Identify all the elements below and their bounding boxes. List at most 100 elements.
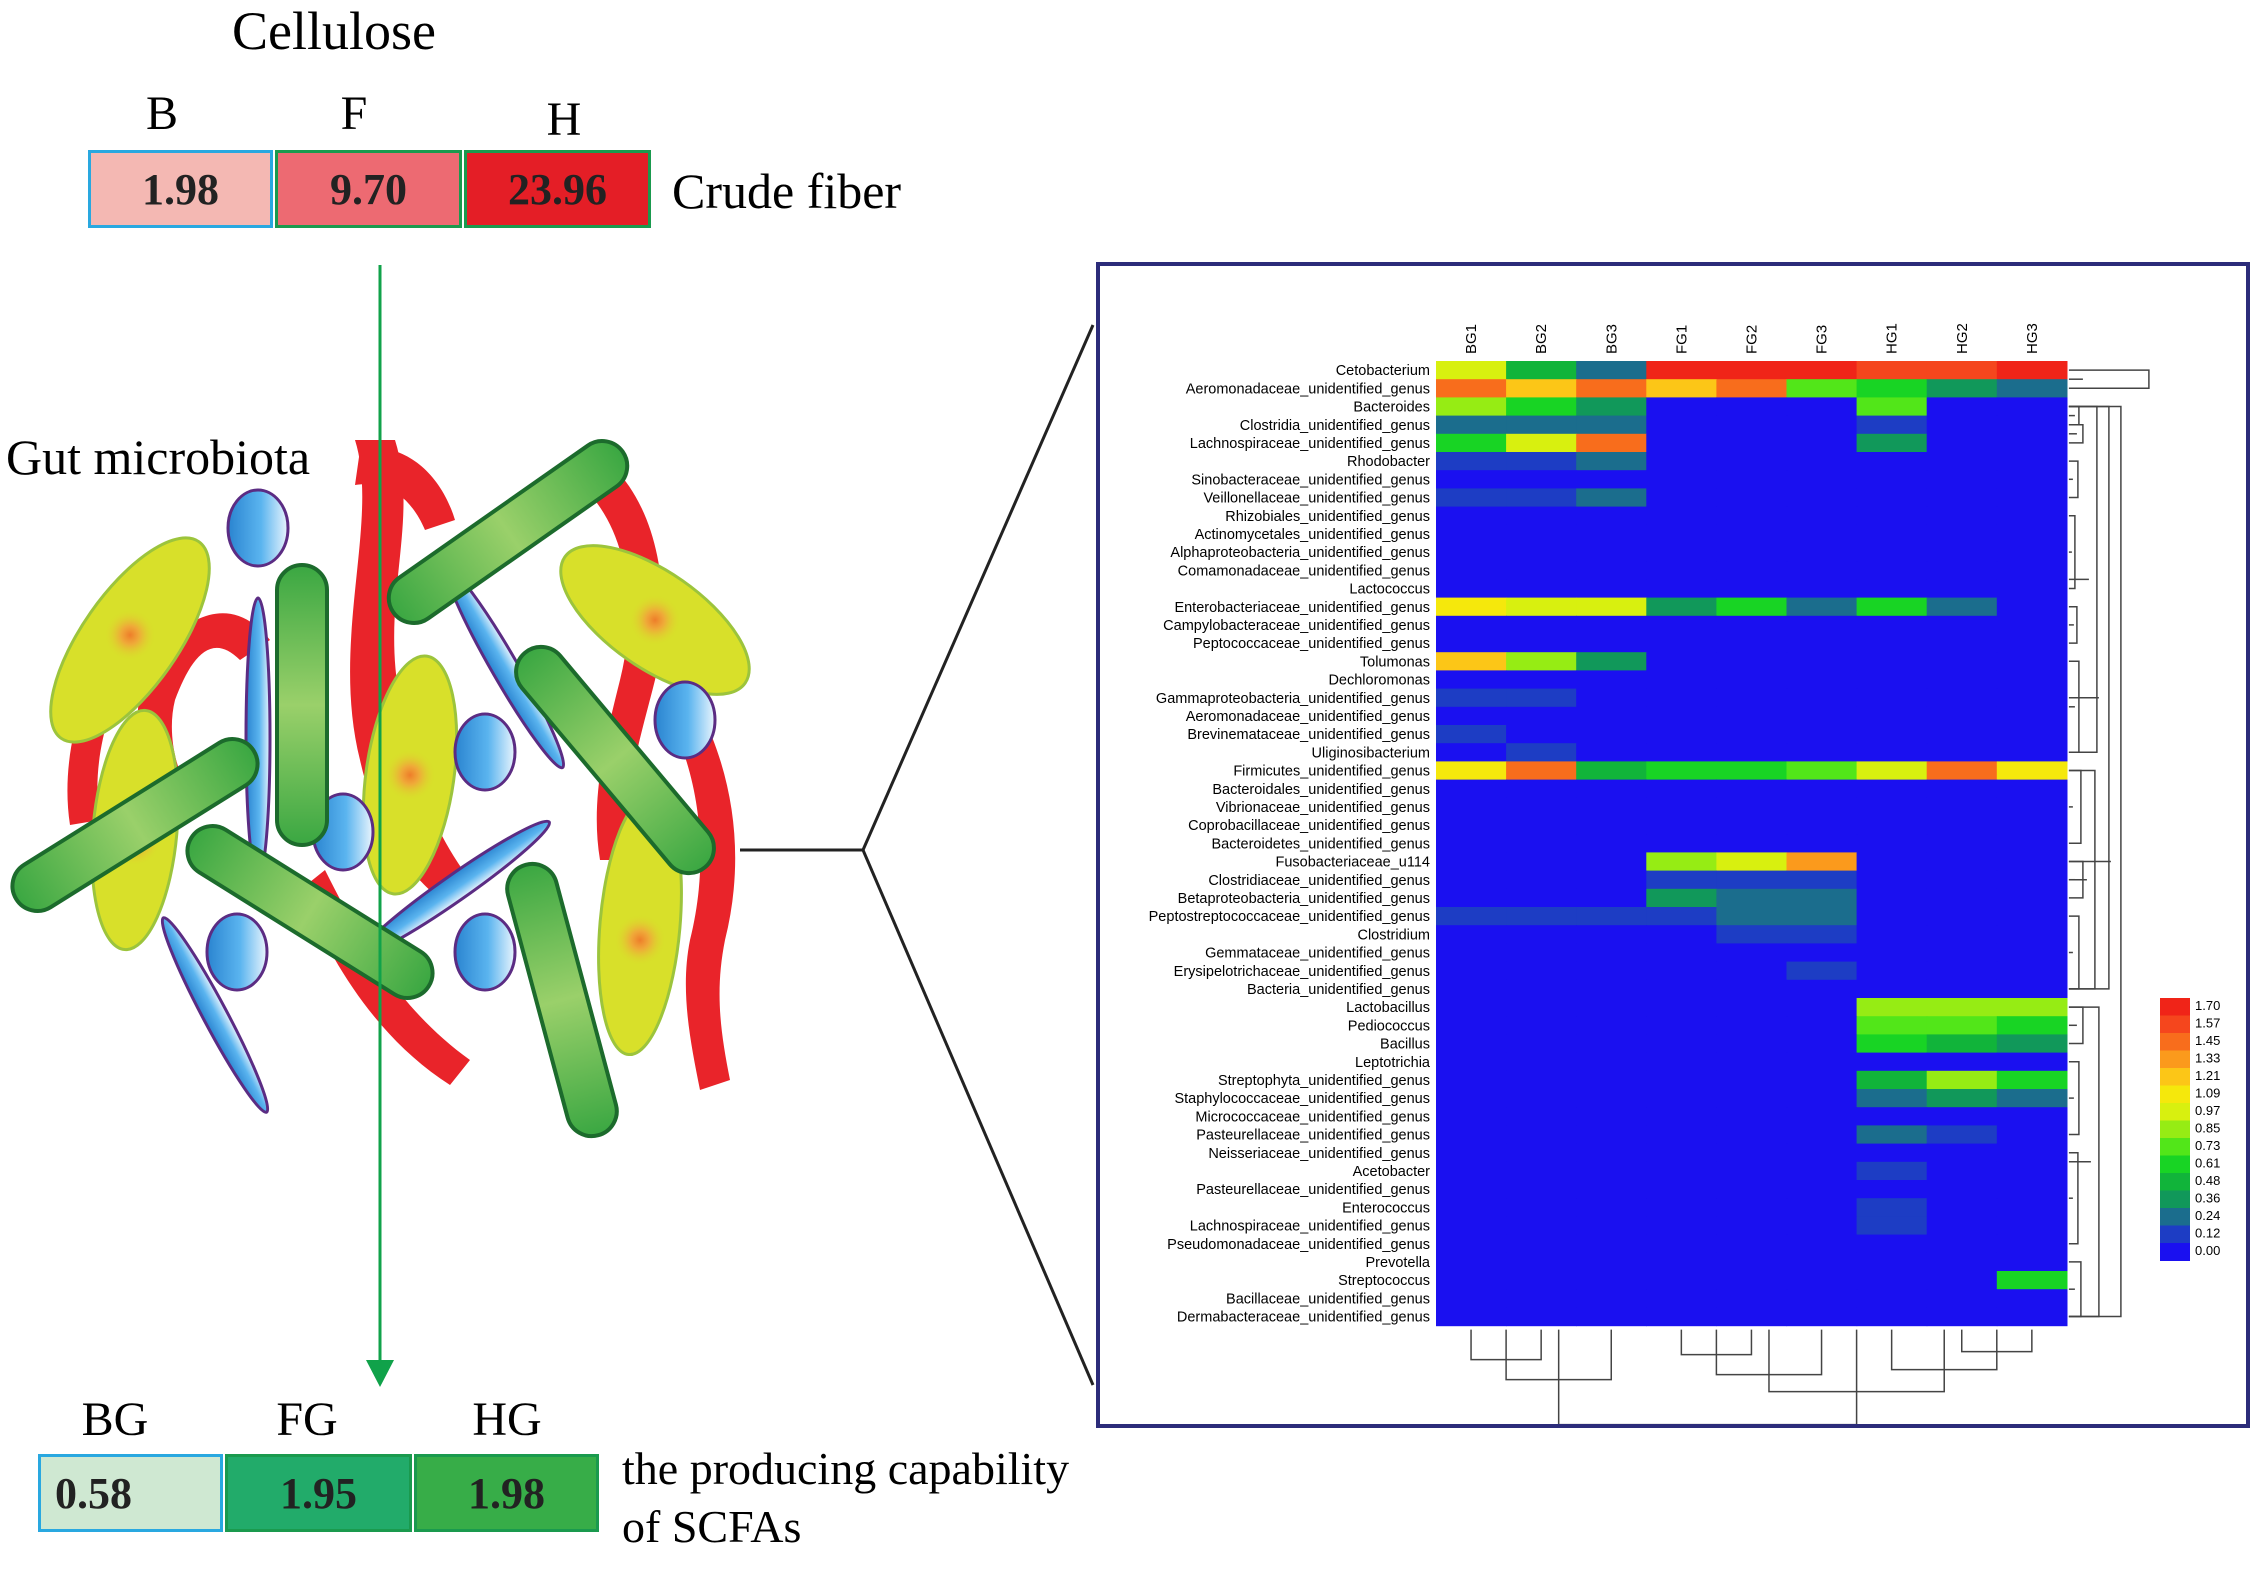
heatmap-cell xyxy=(1786,925,1858,944)
heatmap-cell xyxy=(1786,634,1858,653)
heatmap-cell xyxy=(1506,870,1577,890)
heatmap-cell xyxy=(1996,1016,2068,1035)
heatmap-cell xyxy=(1716,1052,1788,1072)
heatmap-cell xyxy=(1926,1161,1998,1181)
heatmap-cell xyxy=(1576,1034,1647,1054)
heatmap-cell xyxy=(1716,998,1788,1017)
heatmap-cell xyxy=(1646,1089,1717,1108)
heatmap-cell xyxy=(1646,597,1717,617)
scfa-label-line-2: of SCFAs xyxy=(622,1501,802,1552)
heatmap-cell xyxy=(1506,998,1577,1017)
group-label-fg: FG xyxy=(276,1393,338,1446)
heatmap-cell xyxy=(1436,706,1507,726)
heatmap-cell xyxy=(1506,579,1577,599)
heatmap-cell xyxy=(1856,361,1928,380)
heatmap-cell xyxy=(1716,652,1788,671)
heatmap-cell xyxy=(1716,543,1788,562)
heatmap-cell xyxy=(1856,597,1928,617)
heatmap-cell xyxy=(1506,979,1577,999)
heatmap-cell xyxy=(1646,725,1717,744)
heatmap-cell xyxy=(1856,907,1928,926)
heatmap-cell xyxy=(1786,1107,1858,1126)
heatmap-cell xyxy=(1646,816,1717,835)
heatmap-cell xyxy=(1856,634,1928,653)
heatmap-cell xyxy=(1436,779,1507,799)
heatmap-cell xyxy=(1856,670,1928,690)
genus-label: Rhizobiales_unidentified_genus xyxy=(1225,509,1430,525)
heatmap-cell xyxy=(1716,1143,1788,1163)
heatmap-cell xyxy=(1996,725,2068,744)
heatmap-cell xyxy=(1576,1271,1647,1290)
heatmap-cell xyxy=(1436,1143,1507,1163)
heatmap-cell xyxy=(1926,433,1998,453)
heatmap-cell xyxy=(1646,470,1717,489)
heatmap-cell xyxy=(1716,779,1788,799)
heatmap-cell xyxy=(1926,652,1998,671)
heatmap-cell xyxy=(1856,506,1928,526)
heatmap-cell xyxy=(1926,1052,1998,1072)
heatmap-cell xyxy=(1506,1107,1577,1126)
heatmap-cell xyxy=(1506,1234,1577,1254)
heatmap-cell xyxy=(1576,834,1647,853)
heatmap-cell xyxy=(1716,816,1788,835)
heatmap-cell xyxy=(1996,579,2068,599)
legend-tick-label: 0.97 xyxy=(2195,1103,2220,1118)
coccus-icon xyxy=(453,712,517,792)
heatmap-cell xyxy=(1506,834,1577,853)
heatmap-cell xyxy=(1786,1034,1858,1054)
heatmap-cell xyxy=(1436,1180,1507,1199)
heatmap-cell xyxy=(1716,961,1788,981)
scfa-label: the producing capability of SCFAs xyxy=(622,1440,1069,1556)
gut-microbiota-illustration xyxy=(10,439,751,1139)
row-dendrogram-branch xyxy=(2068,1060,2080,1136)
green-rod-icon xyxy=(185,824,435,1000)
heatmap-cell xyxy=(1646,652,1717,671)
heatmap-cell xyxy=(1856,379,1928,398)
heatmap-cell xyxy=(1576,1125,1647,1145)
genus-label: Aeromonadaceae_unidentified_genus xyxy=(1186,381,1430,397)
heatmap-cell xyxy=(1506,688,1577,708)
heatmap-cell xyxy=(1436,415,1507,435)
heatmap-cell xyxy=(1576,433,1647,453)
heatmap-cell xyxy=(1996,524,2068,544)
heatmap-cell xyxy=(1996,852,2068,872)
heatmap-cell xyxy=(1716,524,1788,544)
zoom-connector xyxy=(740,324,1095,1386)
heatmap-cell xyxy=(1996,1089,2068,1108)
genus-label: Firmicutes_unidentified_genus xyxy=(1233,764,1430,780)
group-label-bg: BG xyxy=(81,1393,149,1446)
heatmap-cell xyxy=(1926,743,1998,762)
heatmap-cell xyxy=(1786,961,1858,981)
coccus-icon xyxy=(653,680,717,760)
heatmap-cell xyxy=(1576,670,1647,690)
heatmap-cell xyxy=(1996,1216,2068,1236)
heatmap-cell xyxy=(1856,524,1928,544)
sample-label: BG1 xyxy=(1463,324,1480,354)
sample-label: FG1 xyxy=(1673,325,1690,354)
heatmap-cell xyxy=(1646,615,1717,635)
heatmap-cell xyxy=(1646,1198,1717,1217)
heatmap-cell xyxy=(1996,1143,2068,1163)
heatmap-cell xyxy=(1716,797,1788,817)
genus-label: Campylobacteraceae_unidentified_genus xyxy=(1163,618,1430,634)
group-label-f: F xyxy=(340,87,368,140)
heatmap-cell xyxy=(1436,834,1507,853)
heatmap-cell xyxy=(1786,1307,1858,1327)
heatmap-cell xyxy=(1926,797,1998,817)
row-dendrogram-branch xyxy=(2068,460,2079,499)
heatmap-cell xyxy=(1856,816,1928,835)
heatmap-cell xyxy=(1576,1180,1647,1199)
sample-label: FG2 xyxy=(1743,325,1760,354)
heatmap-cell xyxy=(1576,925,1647,944)
heatmap-cell xyxy=(1926,816,1998,835)
heatmap-cell xyxy=(1716,597,1788,617)
heatmap-cell xyxy=(1786,379,1858,398)
heatmap-cell xyxy=(1576,943,1647,963)
heatmap-cell xyxy=(1576,470,1647,489)
heatmap-cell xyxy=(1926,1180,1998,1199)
heatmap-cell xyxy=(1576,779,1647,799)
heatmap-cell xyxy=(1996,797,2068,817)
legend-tick-label: 0.85 xyxy=(2195,1121,2220,1136)
heatmap-cell xyxy=(1926,1198,1998,1217)
heatmap-cell xyxy=(1996,706,2068,726)
